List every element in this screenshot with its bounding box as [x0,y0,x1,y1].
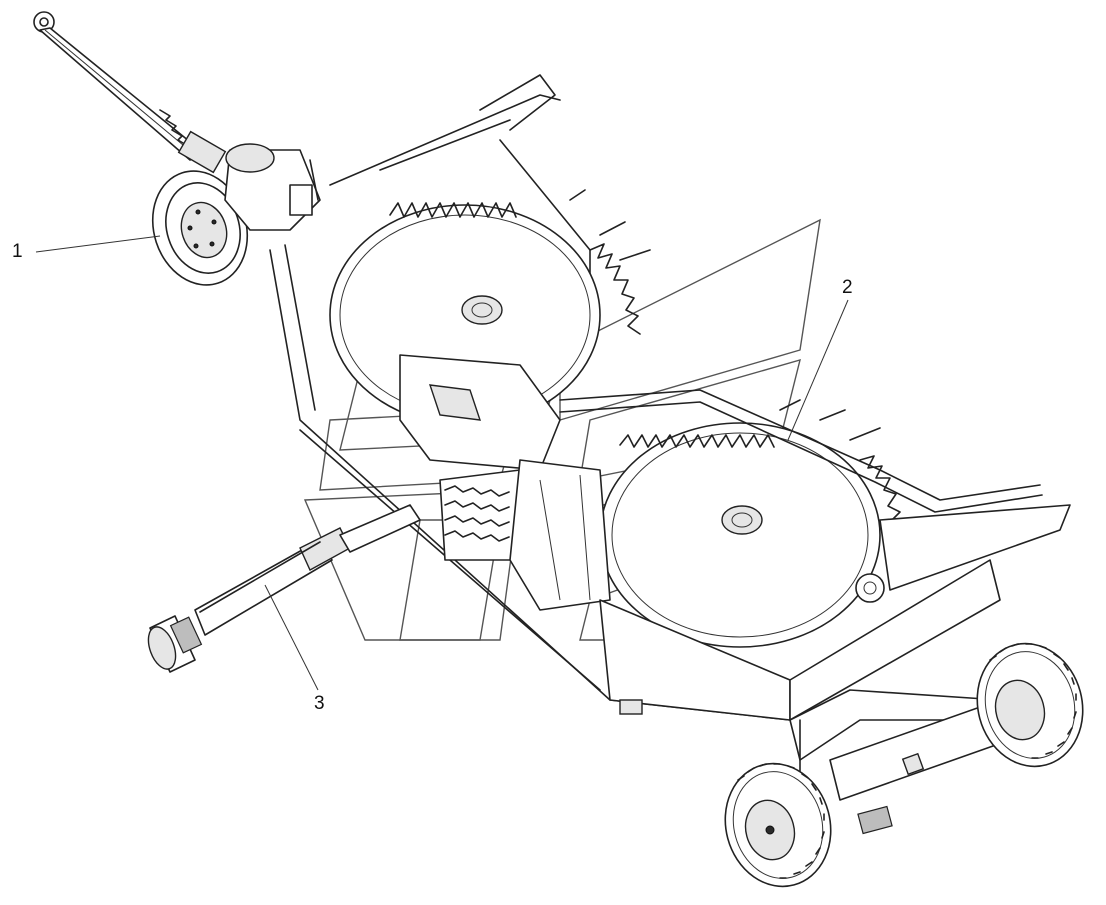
callout-2-label: 2 [842,277,853,298]
front-wheel [151,143,321,286]
rear-wheel-right [976,642,1084,768]
callout-3-label: 3 [314,693,325,714]
guard-rail [559,389,1071,591]
rear-wheel-left [724,762,832,888]
leader-lines [35,235,849,691]
upper-saw-disc [329,189,651,426]
tow-bar [33,11,227,174]
lower-saw-disc [599,399,903,648]
drive-shaft [147,504,421,673]
gearbox [399,354,611,611]
callout-1-label: 1 [12,241,23,262]
